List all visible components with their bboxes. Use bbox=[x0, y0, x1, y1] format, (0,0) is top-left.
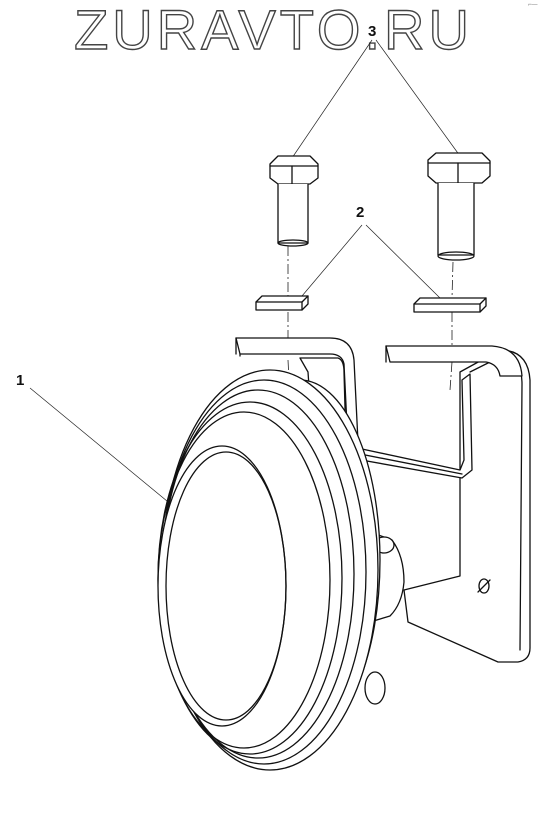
leader-lines bbox=[29, 39, 461, 521]
callout-part-2: 2 bbox=[356, 204, 365, 221]
leader-2-right bbox=[365, 224, 441, 299]
bolt-left bbox=[269, 155, 319, 247]
leader-3-right bbox=[375, 39, 461, 157]
washer-left bbox=[255, 295, 309, 311]
leader-2-left bbox=[301, 224, 363, 297]
callout-part-3: 3 bbox=[368, 23, 377, 40]
horn-body bbox=[157, 369, 405, 771]
center-lines bbox=[287, 246, 454, 401]
watermark-logo: ZURAVTO.RU bbox=[73, 0, 473, 61]
leader-1 bbox=[29, 387, 191, 521]
callout-part-1: 1 bbox=[16, 372, 25, 389]
centerline-right-lower bbox=[449, 361, 453, 391]
corner-mark: ⌐— bbox=[528, 2, 538, 8]
bolt-right bbox=[427, 152, 491, 261]
centerline-right-upper bbox=[451, 261, 454, 299]
washer-right bbox=[413, 297, 487, 313]
leader-3-left bbox=[291, 39, 373, 159]
